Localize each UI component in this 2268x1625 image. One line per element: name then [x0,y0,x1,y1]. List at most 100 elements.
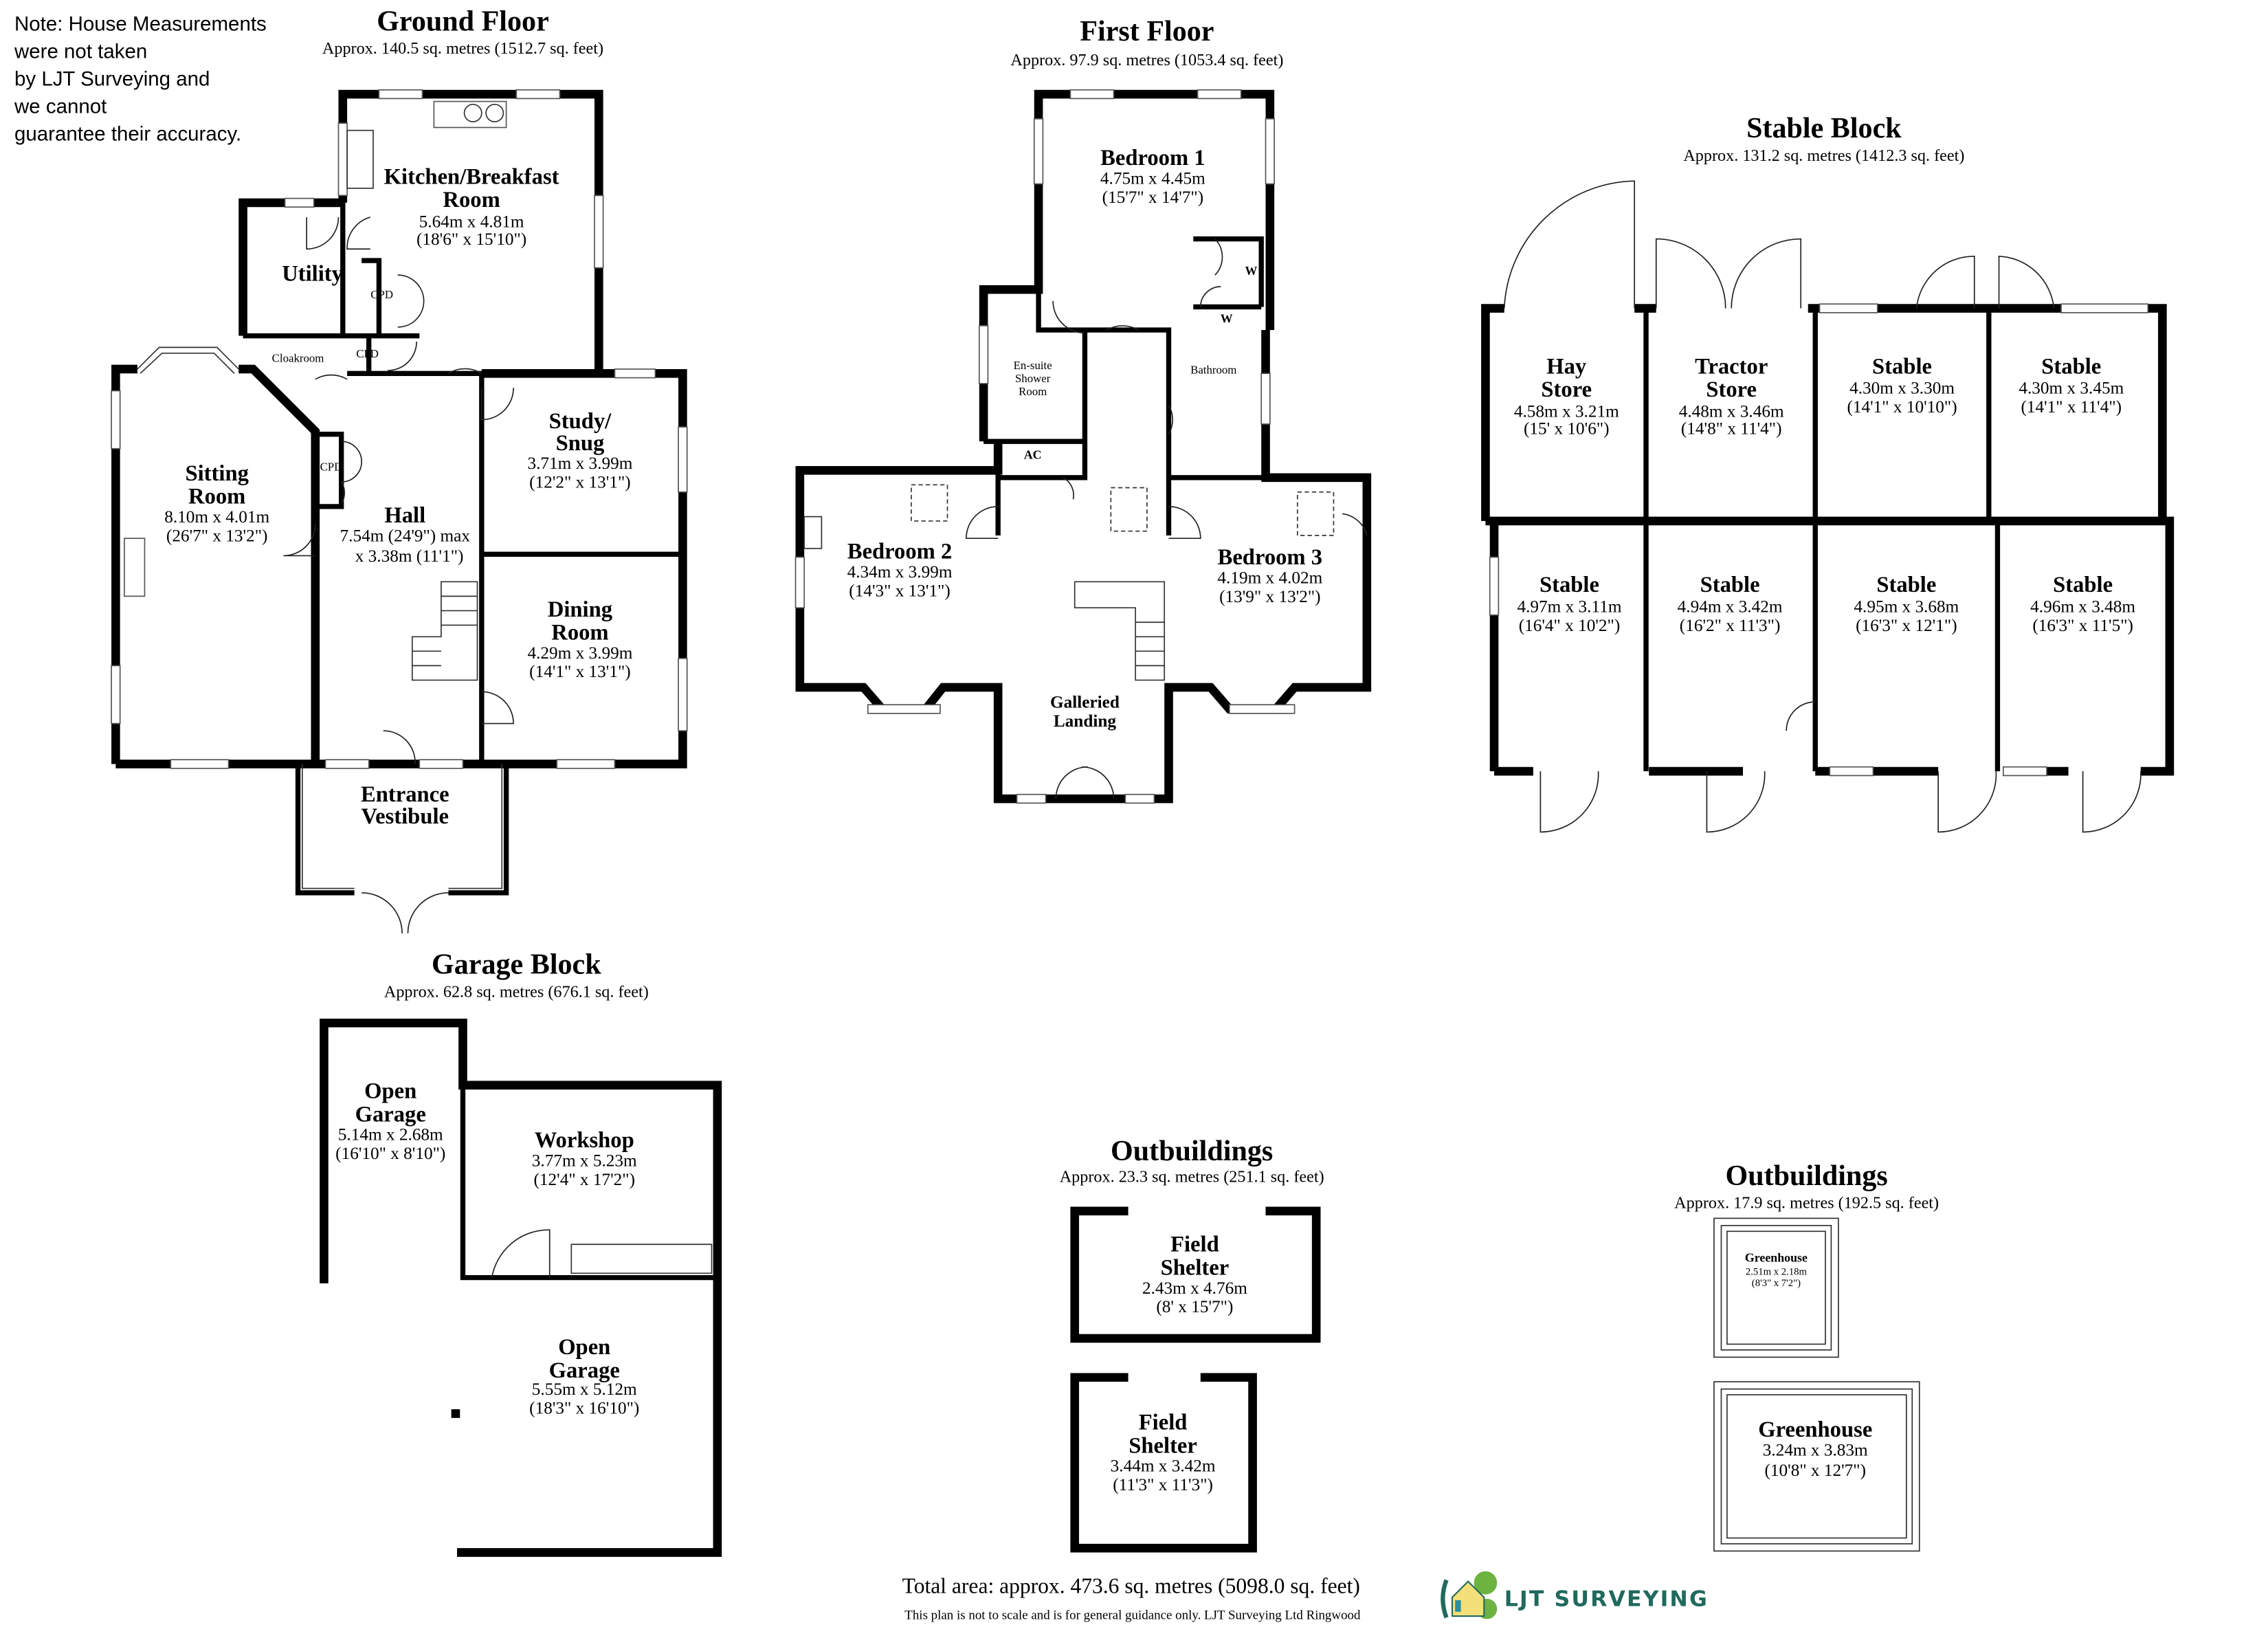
outbuildings-title: Outbuildings [1726,1160,1888,1192]
room-metric: 8.10m x 4.01m [164,507,269,527]
room-name: Shower [1015,372,1051,385]
room-imperial: (18'6" x 15'10") [416,230,526,249]
stable-block-area: Approx. 131.2 sq. metres (1412.3 sq. fee… [1683,146,1964,165]
room-name: Garage [355,1102,426,1127]
room-imperial: (12'4" x 17'2") [533,1170,635,1189]
first-floor-title: First Floor [1080,15,1214,47]
garage-block-title: Garage Block [432,949,601,981]
room-metric: 4.58m x 3.21m [1514,401,1619,421]
room-name: Entrance [361,782,449,807]
room-vestibule: Entrance Vestibule [361,782,449,829]
room-name: Bedroom 3 [1218,545,1322,570]
note-line: were not taken [14,40,147,63]
stable-top-3: Stable 4.30m x 3.30m (14'1" x 10'10") [1847,354,1957,417]
room-metric: 4.95m x 3.68m [1854,597,1959,617]
room-metric: 4.30m x 3.45m [2019,379,2124,398]
room-bedroom-1: Bedroom 1 4.75m x 4.45m (15'7" x 14'7") [1100,146,1205,207]
room-imperial: (15'7" x 14'7") [1102,188,1204,207]
total-area: Total area: approx. 473.6 sq. metres (50… [902,1573,1360,1598]
room-metric: 2.51m x 2.18m [1746,1266,1808,1277]
field-shelter-2: Field Shelter 3.44m x 3.42m (11'3" x 11'… [1111,1411,1216,1494]
room-ensuite: En-suite Shower Room [1014,359,1052,398]
room-metric: 2.43m x 4.76m [1142,1279,1247,1298]
room-metric: 7.54m (24'9") max [340,526,471,545]
room-metric: 4.48m x 3.46m [1679,401,1784,421]
stable-block-walls [1481,180,2175,833]
stable-block-title: Stable Block [1746,112,1902,144]
ground-floor-title: Ground Floor [377,5,549,37]
first-floor-windows [794,89,1296,804]
stable-hay-store: Hay Store 4.58m x 3.21m (15' x 10'6") [1514,354,1619,438]
room-metric: 3.77m x 5.23m [532,1151,637,1171]
room-imperial: (12'2" x 13'1") [529,473,631,492]
note-line: we cannot [14,95,107,118]
room-imperial: (8' x 15'7") [1156,1297,1233,1316]
room-name: Open [558,1335,610,1360]
room-metric: 4.94m x 3.42m [1678,597,1783,617]
room-name: Stable [2041,354,2101,379]
disclaimer: This plan is not to scale and is for gen… [904,1608,1361,1622]
logo-text: LJT Surveying [1504,1587,1709,1611]
post-marker [451,1409,460,1418]
ground-floor-area: Approx. 140.5 sq. metres (1512.7 sq. fee… [322,39,603,58]
room-metric: 3.24m x 3.83m [1763,1440,1868,1459]
room-cloakroom: Cloakroom [272,351,324,364]
room-sitting: Sitting Room 8.10m x 4.01m (26'7" x 13'2… [164,461,269,545]
greenhouse-1: Greenhouse 2.51m x 2.18m (8'3" x 7'2") [1745,1250,1808,1289]
stable-top-4: Stable 4.30m x 3.45m (14'1" x 11'4") [2019,354,2124,417]
room-metric: 5.55m x 5.12m [532,1380,637,1399]
room-metric: 5.14m x 2.68m [338,1125,443,1145]
room-imperial: (16'3" x 12'1") [1856,616,1957,635]
room-name: Tractor [1695,354,1768,379]
room-name: Room [551,621,608,645]
room-imperial: (26'7" x 13'2") [166,526,268,545]
room-name: Room [443,188,500,212]
outbuildings-area: Approx. 17.9 sq. metres (192.5 sq. feet) [1674,1194,1939,1213]
room-name: Stable [2053,573,2113,597]
room-bedroom-2: Bedroom 2 4.34m x 3.99m (14'3" x 13'1") [847,540,953,601]
room-name: Vestibule [362,804,449,829]
room-imperial: (14'1" x 13'1") [529,662,631,681]
first-floor-doors [966,238,1368,799]
room-open-garage-1: Open Garage 5.14m x 2.68m (16'10" x 8'10… [335,1079,445,1163]
room-metric: 4.34m x 3.99m [847,562,953,582]
room-name: Store [1706,377,1757,402]
room-landing: Galleried Landing [1050,692,1120,730]
garage-block-area: Approx. 62.8 sq. metres (676.1 sq. feet) [384,982,649,1001]
room-imperial: (16'3" x 11'5") [2032,616,2133,635]
room-imperial: x 3.38m (11'1") [355,546,464,566]
stable-bottom-4: Stable 4.96m x 3.48m (16'3" x 11'5") [2030,573,2135,635]
room-imperial: (16'10" x 8'10") [335,1144,445,1163]
room-name: Sitting [185,461,248,486]
note-line: Note: House Measurements [14,12,267,35]
outbuildings-title: Outbuildings [1111,1135,1273,1167]
room-imperial: (16'4" x 10'2") [1519,616,1621,635]
room-name: Bedroom 1 [1100,146,1205,170]
room-imperial: (13'9" x 13'2") [1219,587,1321,606]
room-name: Shelter [1161,1255,1230,1280]
cpd-label: CPD [320,460,343,473]
outbuildings-area: Approx. 23.3 sq. metres (251.1 sq. feet) [1060,1168,1324,1186]
room-name: Shelter [1129,1433,1197,1458]
room-hall: Hall 7.54m (24'9") max x 3.38m (11'1") [340,503,471,566]
room-kitchen: Kitchen/Breakfast Room 5.64m x 4.81m (18… [384,165,559,249]
wardrobe-label: W [1221,312,1233,326]
wardrobe-label: W [1245,264,1258,278]
stable-bottom-1: Stable 4.97m x 3.11m (16'4" x 10'2") [1517,573,1621,635]
room-imperial: (10'8" x 12'7") [1764,1461,1866,1480]
outbuildings-field-shelters: Outbuildings Approx. 23.3 sq. metres (25… [1060,1135,1324,1553]
stable-bottom-2: Stable 4.94m x 3.42m (16'2" x 11'3") [1678,573,1783,635]
room-imperial: (14'3" x 13'1") [849,581,950,600]
room-name: Open [364,1079,416,1104]
note-line: by LJT Surveying and [14,67,210,90]
note-line: guarantee their accuracy. [14,122,241,145]
measurement-note: Note: House Measurements were not taken … [14,12,267,145]
ljt-surveying-logo: LJT Surveying [1441,1571,1709,1620]
room-ac: AC [1024,447,1042,461]
first-floor-plan: First Floor Approx. 97.9 sq. metres (105… [794,15,1372,804]
room-name: Store [1541,377,1592,402]
room-metric: 4.97m x 3.11m [1517,597,1621,617]
room-imperial: (14'1" x 11'4") [2021,397,2122,417]
room-name: Study/ [549,409,612,434]
